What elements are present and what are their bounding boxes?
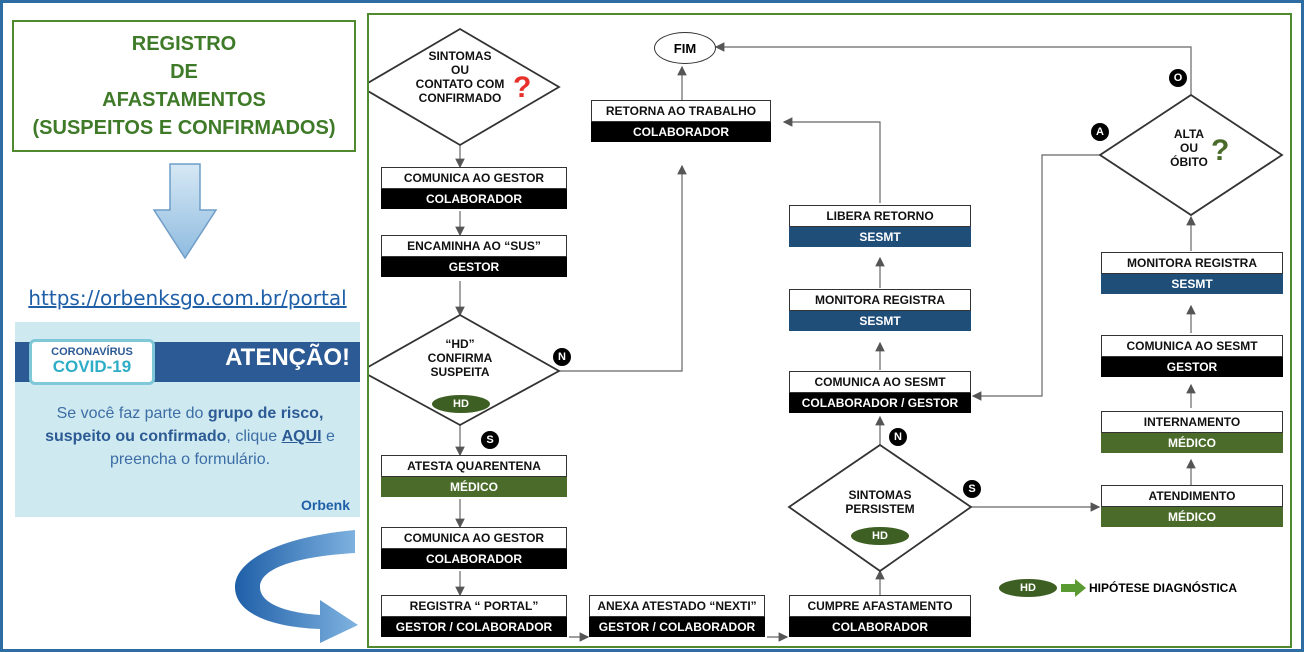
down-arrow-icon: [152, 163, 218, 260]
legend-hd-pill: HD: [999, 579, 1057, 597]
legend-label: HIPÓTESE DIAGNÓSTICA: [1089, 581, 1238, 595]
step-role: COLABORADOR: [381, 189, 567, 209]
flow-end-terminator: FIM: [654, 32, 716, 64]
step-monitora-registra-1: MONITORA REGISTRA SESMT: [789, 289, 971, 331]
d4-line-3: ÓBITO: [1170, 155, 1208, 169]
covid-card[interactable]: CORONAVÍRUS COVID-19 ATENÇÃO! Se você fa…: [15, 322, 360, 517]
step-role: GESTOR: [381, 257, 567, 277]
aqui-link[interactable]: AQUI: [281, 428, 322, 445]
step-label: MONITORA REGISTRA: [789, 289, 971, 311]
d1-line-4: CONFIRMADO: [418, 91, 502, 105]
decision-symptoms: SINTOMAS OU CONTATO COM CONFIRMADO: [410, 49, 510, 105]
step-internamento: INTERNAMENTO MÉDICO: [1101, 411, 1283, 453]
attention-label: ATENÇÃO!: [225, 344, 350, 371]
step-role: GESTOR: [1101, 357, 1283, 377]
step-role: SESMT: [789, 311, 971, 331]
step-anexa-atestado: ANEXA ATESTADO “NEXTI” GESTOR / COLABORA…: [589, 595, 765, 637]
step-role: GESTOR / COLABORADOR: [589, 617, 765, 637]
marker-o: O: [1169, 69, 1187, 87]
title-line-2: DE: [170, 61, 198, 83]
step-role: COLABORADOR: [381, 549, 567, 569]
d1-line-1: SINTOMAS: [428, 49, 492, 63]
step-label: ANEXA ATESTADO “NEXTI”: [589, 595, 765, 617]
step-label: CUMPRE AFASTAMENTO: [789, 595, 971, 617]
msg-part-b: grupo de risco, suspeito ou confirmado: [45, 405, 324, 445]
d3-line-2: PERSISTEM: [845, 502, 915, 516]
title-line-1: REGISTRO: [131, 33, 237, 55]
step-comunica-gestor-1: COMUNICA AO GESTOR COLABORADOR: [381, 167, 567, 209]
step-label: COMUNICA AO GESTOR: [381, 527, 567, 549]
flow-connectors: [369, 27, 1284, 642]
d4-line-2: OU: [1180, 141, 1198, 155]
step-atesta-quarentena: ATESTA QUARENTENA MÉDICO: [381, 455, 567, 497]
question-mark-icon: ?: [1211, 134, 1230, 167]
step-label: COMUNICA AO SESMT: [789, 371, 971, 393]
msg-part-c: , clique: [226, 428, 282, 445]
d1-line-2: OU: [451, 63, 469, 77]
step-label: LIBERA RETORNO: [789, 205, 971, 227]
step-label: COMUNICA AO SESMT: [1101, 335, 1283, 357]
msg-part-e: e preencha o formulário.: [109, 428, 335, 468]
step-role: MÉDICO: [1101, 433, 1283, 453]
step-encaminha-sus: ENCAMINHA AO “SUS” GESTOR: [381, 235, 567, 277]
step-role: MÉDICO: [381, 477, 567, 497]
marker-s-1: S: [481, 431, 499, 449]
step-label: ENCAMINHA AO “SUS”: [381, 235, 567, 257]
marker-n-1: N: [553, 348, 571, 366]
step-comunica-sesmt-2: COMUNICA AO SESMT GESTOR: [1101, 335, 1283, 377]
marker-n-2: N: [889, 428, 907, 446]
d2-line-3: SUSPEITA: [430, 365, 490, 379]
step-registra-portal: REGISTRA “ PORTAL” GESTOR / COLABORADOR: [381, 595, 567, 637]
step-label: ATESTA QUARENTENA: [381, 455, 567, 477]
title-line-3: AFASTAMENTOS: [102, 89, 266, 111]
d1-line-3: CONTATO COM: [415, 77, 505, 91]
step-role: COLABORADOR: [591, 122, 771, 142]
hd-pill: HD: [432, 395, 490, 413]
badge-line-2: COVID-19: [52, 357, 132, 376]
hd-pill: HD: [851, 527, 909, 545]
badge-line-1: CORONAVÍRUS: [51, 346, 133, 358]
msg-part-a: Se você faz parte do: [56, 405, 208, 422]
portal-link[interactable]: https://orbenksgo.com.br/portal: [28, 286, 347, 310]
step-comunica-sesmt-1: COMUNICA AO SESMT COLABORADOR / GESTOR: [789, 371, 971, 413]
step-label: COMUNICA AO GESTOR: [381, 167, 567, 189]
marker-a: A: [1091, 123, 1109, 141]
step-libera-retorno: LIBERA RETORNO SESMT: [789, 205, 971, 247]
step-atendimento: ATENDIMENTO MÉDICO: [1101, 485, 1283, 527]
step-role: COLABORADOR / GESTOR: [789, 393, 971, 413]
step-role: COLABORADOR: [789, 617, 971, 637]
d2-line-1: “HD”: [445, 337, 475, 351]
brand-label: Orbenk: [300, 497, 350, 513]
step-role: GESTOR / COLABORADOR: [381, 617, 567, 637]
title-line-4: (SUSPEITOS E CONFIRMADOS): [32, 117, 336, 139]
d3-line-1: SINTOMAS: [848, 488, 912, 502]
d4-line-1: ALTA: [1173, 127, 1205, 141]
step-label: RETORNA AO TRABALHO: [591, 100, 771, 122]
step-label: REGISTRA “ PORTAL”: [381, 595, 567, 617]
flowchart-panel: FIM SINTOMAS OU CONTATO COM CONFIRMADO ?…: [367, 13, 1292, 648]
question-mark-icon: ?: [513, 71, 532, 104]
card-message: Se você faz parte do grupo de risco, sus…: [45, 402, 335, 471]
step-label: MONITORA REGISTRA: [1101, 252, 1283, 274]
decision-sintomas-persistem: SINTOMAS PERSISTEM: [830, 488, 930, 516]
step-role: MÉDICO: [1101, 507, 1283, 527]
step-label: ATENDIMENTO: [1101, 485, 1283, 507]
decision-alta-obito: ALTA OU ÓBITO: [1159, 127, 1219, 169]
curved-arrow-icon: [235, 530, 358, 643]
step-role: SESMT: [789, 227, 971, 247]
d2-line-2: CONFIRMA: [427, 351, 493, 365]
legend-arrow-icon: [1061, 579, 1086, 597]
step-role: SESMT: [1101, 274, 1283, 294]
step-retorna-trabalho: RETORNA AO TRABALHO COLABORADOR: [591, 100, 771, 142]
marker-s-2: S: [963, 480, 981, 498]
step-cumpre-afastamento: CUMPRE AFASTAMENTO COLABORADOR: [789, 595, 971, 637]
step-comunica-gestor-2: COMUNICA AO GESTOR COLABORADOR: [381, 527, 567, 569]
covid-badge: CORONAVÍRUS COVID-19: [29, 339, 155, 385]
step-label: INTERNAMENTO: [1101, 411, 1283, 433]
step-monitora-registra-2: MONITORA REGISTRA SESMT: [1101, 252, 1283, 294]
decision-hd-confirma: “HD” CONFIRMA SUSPEITA: [410, 337, 510, 379]
title-box: REGISTRO DE AFASTAMENTOS (SUSPEITOS E CO…: [12, 20, 356, 152]
